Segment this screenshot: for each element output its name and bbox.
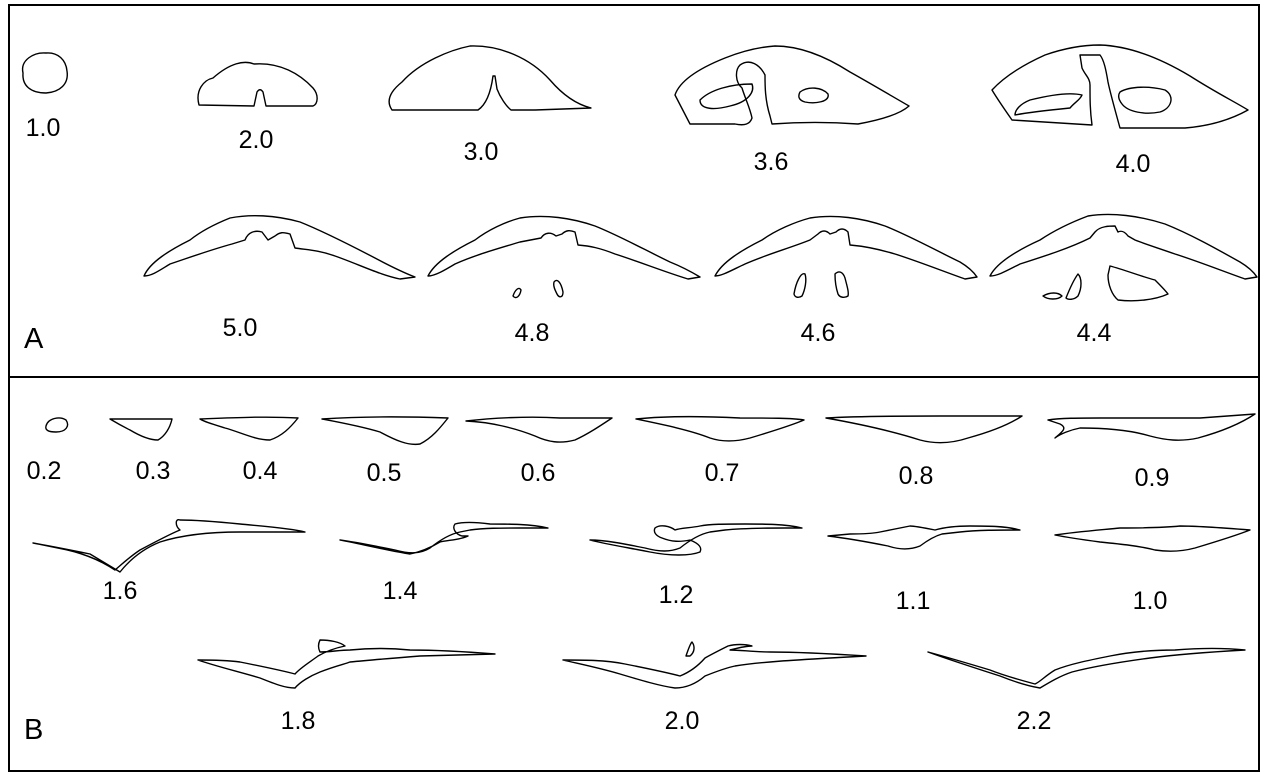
section-outline-b-0.7 (636, 417, 804, 441)
section-outline-a-3.6 (675, 46, 909, 125)
section-outline-a-4.4 (990, 214, 1257, 300)
section-outline-b-0.4 (200, 417, 298, 440)
section-outline-b-0.8 (826, 416, 1022, 443)
section-outline-b-1.2 (590, 524, 802, 555)
section-label-b-3: 0.4 (243, 459, 278, 484)
section-outline-b-0.5 (322, 417, 448, 444)
section-label-a-5: 4.0 (1116, 152, 1151, 177)
section-outline-a-2.0 (198, 62, 317, 106)
section-label-b-2: 0.3 (136, 459, 171, 484)
section-label-b-8: 0.9 (1135, 466, 1170, 491)
section-label-b-16: 2.2 (1017, 709, 1052, 734)
section-outline-b-0.3 (110, 419, 172, 440)
section-label-a-2: 2.0 (239, 128, 274, 153)
section-outline-b-0.2 (46, 418, 68, 432)
section-label-b-14: 1.8 (281, 709, 316, 734)
section-label-a-1: 1.0 (26, 116, 61, 141)
section-label-b-6: 0.7 (705, 461, 740, 486)
panel-letter-b: B (24, 716, 43, 745)
section-label-a-4: 3.6 (754, 150, 789, 175)
section-outline-b-2.2 (928, 649, 1245, 689)
section-label-b-10: 1.4 (383, 579, 418, 604)
section-outline-a-5.0 (144, 216, 415, 279)
section-label-b-7: 0.8 (899, 464, 934, 489)
section-outline-b-1.6 (33, 520, 305, 572)
section-outline-a-3.0 (389, 46, 591, 110)
section-label-a-7: 4.8 (515, 321, 550, 346)
section-outline-a-4.6 (715, 216, 977, 297)
section-label-a-6: 5.0 (223, 316, 258, 341)
section-outline-b-0.6 (466, 417, 612, 442)
section-label-b-9: 1.6 (103, 579, 138, 604)
section-label-b-4: 0.5 (367, 461, 402, 486)
panel-letter-a: A (24, 325, 43, 354)
section-outline-a-1.0 (23, 53, 68, 93)
section-outline-b-1.0 (1055, 526, 1250, 551)
section-label-a-8: 4.6 (801, 321, 836, 346)
section-label-b-11: 1.2 (659, 583, 694, 608)
section-label-b-5: 0.6 (521, 461, 556, 486)
section-label-b-1: 0.2 (27, 459, 62, 484)
section-label-a-9: 4.4 (1077, 321, 1112, 346)
section-label-b-15: 2.0 (665, 709, 700, 734)
section-outline-a-4.0 (992, 45, 1248, 128)
section-outline-b-1.8 (198, 640, 495, 688)
section-outline-b-1.4 (340, 523, 548, 555)
section-outline-a-4.8 (428, 216, 700, 297)
section-label-a-3: 3.0 (464, 140, 499, 165)
section-outline-b-0.9 (1048, 414, 1255, 440)
section-label-b-13: 1.0 (1133, 589, 1168, 614)
section-outline-b-1.1 (828, 526, 1020, 549)
section-label-b-12: 1.1 (896, 589, 931, 614)
section-outline-b-2.0 (563, 642, 866, 688)
